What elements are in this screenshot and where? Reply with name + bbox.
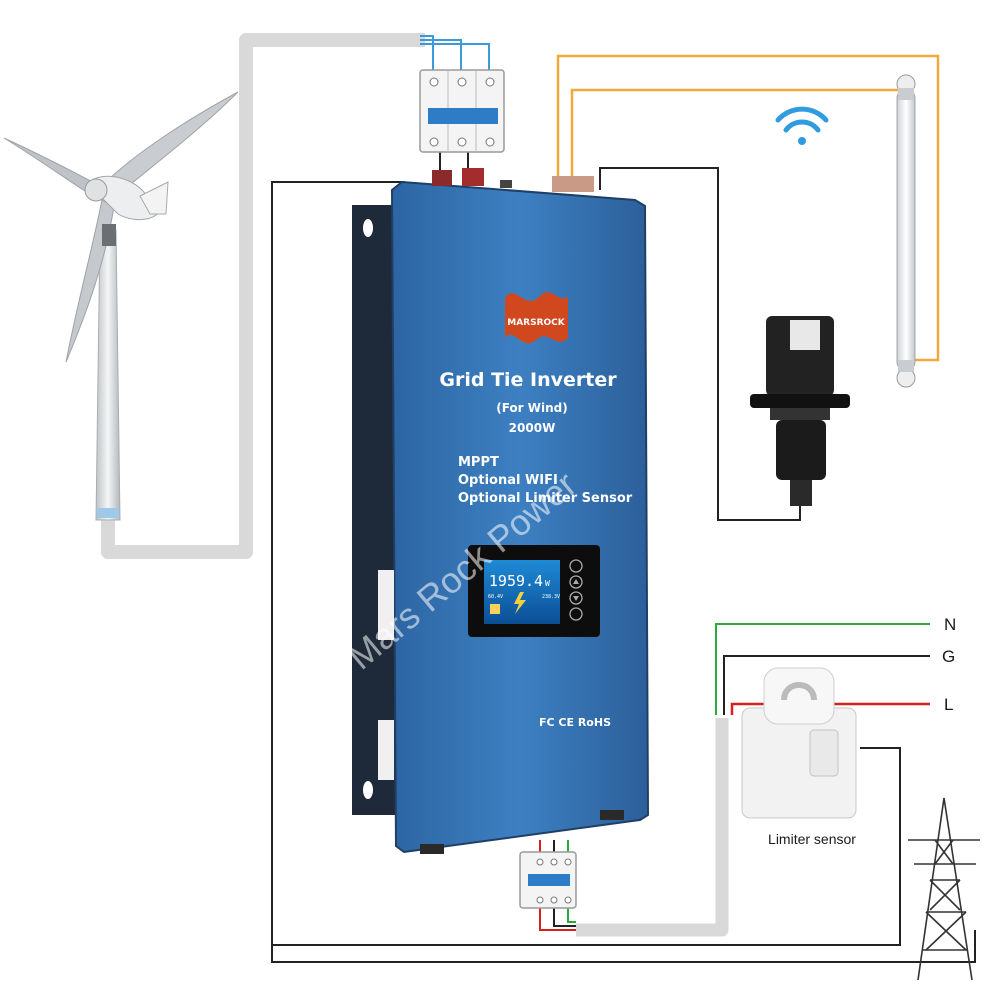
label-neutral: N xyxy=(944,615,956,634)
transmission-tower-icon xyxy=(908,797,980,981)
antenna-wires xyxy=(556,54,940,362)
inverter: MARSROCK Grid Tie Inverter (For Wind) 20… xyxy=(352,168,650,854)
lcd-left-value: 60.4V xyxy=(488,594,503,600)
brand-name: MARSROCK xyxy=(507,318,566,328)
turbine-pole xyxy=(95,229,121,521)
turbine-blade-left xyxy=(3,137,101,199)
certifications: FC CE RoHS xyxy=(539,716,611,729)
feature-mppt: MPPT xyxy=(458,455,499,470)
dc-breaker-switch[interactable] xyxy=(428,108,498,124)
display-button-down[interactable] xyxy=(569,591,583,605)
limiter-lead xyxy=(272,747,901,946)
wires xyxy=(101,33,976,963)
turbine-cable xyxy=(101,33,425,559)
turbine-blade-upper xyxy=(107,91,239,197)
label-ground: G xyxy=(942,647,955,666)
turbine-pole-band xyxy=(97,508,119,518)
live-wire xyxy=(730,702,930,715)
inverter-title: Grid Tie Inverter xyxy=(439,369,617,391)
wind-turbine xyxy=(3,91,239,521)
label-live: L xyxy=(944,695,953,714)
lcd-right-value: 238.3V xyxy=(542,594,560,600)
output-conductors xyxy=(539,840,576,931)
marsrock-logo: MARSROCK xyxy=(505,292,568,344)
ac-breaker-switch[interactable] xyxy=(528,874,570,886)
turbine-hub xyxy=(84,178,108,202)
ac-output-cable xyxy=(576,718,729,937)
lcd-unit: W xyxy=(545,579,550,588)
inverter-subtitle: (For Wind) xyxy=(496,401,568,415)
lcd-reading: 1959.4 xyxy=(489,572,543,590)
neutral-wire xyxy=(715,623,930,715)
feature-wifi: Optional WIFI xyxy=(458,473,558,488)
ground-loop-wire xyxy=(271,181,976,963)
ground-wire xyxy=(723,655,930,715)
inverter-power: 2000W xyxy=(509,421,556,435)
wifi-antenna xyxy=(896,74,916,388)
wifi-plug-module xyxy=(750,316,850,506)
wifi-plug-wire xyxy=(599,167,801,521)
wifi-icon xyxy=(775,106,829,145)
ac-breaker xyxy=(519,851,577,909)
inverter-terminals xyxy=(432,168,594,192)
dc-conductors xyxy=(420,35,490,74)
turbine-yaw xyxy=(102,224,116,246)
turbine-tail xyxy=(139,181,169,215)
inverter-body xyxy=(390,180,650,854)
limiter-sensor xyxy=(741,667,857,819)
display-button-enter[interactable] xyxy=(569,607,583,621)
dc-breaker xyxy=(419,69,505,153)
limiter-label: Limiter sensor xyxy=(768,831,856,847)
grid-icon xyxy=(490,604,500,614)
display-button-up[interactable] xyxy=(569,575,583,589)
display-button-home[interactable] xyxy=(569,559,583,573)
feature-limiter: Optional Limiter Sensor xyxy=(458,491,633,506)
inverter-display-panel: 1959.4 W 60.4V 238.3V xyxy=(468,545,600,637)
lightning-icon xyxy=(514,592,526,614)
